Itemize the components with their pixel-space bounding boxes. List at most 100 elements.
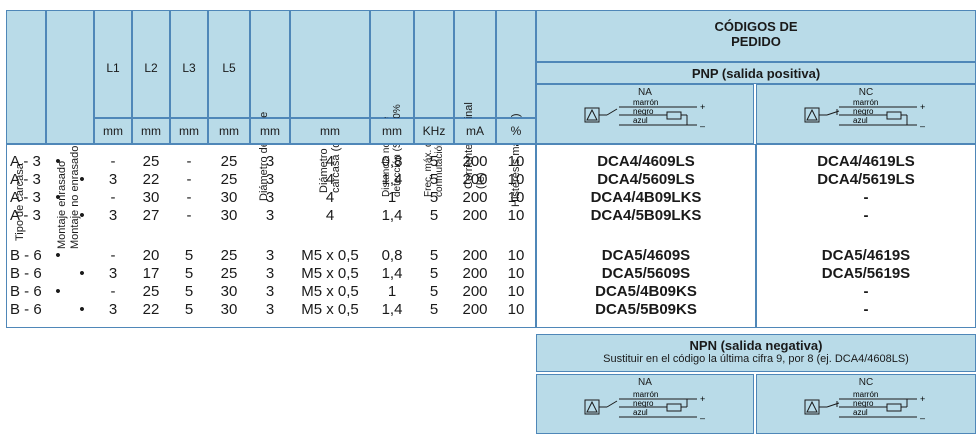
cell-l3: - [186, 153, 192, 170]
cell-hist: 10 [507, 247, 525, 264]
minus-label: – [700, 121, 705, 131]
npn-title: NPN (salida negativa) [689, 338, 823, 353]
cell-l3: - [186, 207, 192, 224]
cell-l2: 25 [142, 283, 160, 300]
unit-cell: mA [454, 118, 496, 144]
cell-l2: 30 [142, 189, 160, 206]
cell-cable: 3 [265, 265, 275, 282]
order-code-na: DCA5/5B09KS [595, 301, 697, 318]
cell-corr: 200 [462, 153, 488, 170]
cell-carc: M5 x 0,5 [301, 301, 359, 318]
cell-hist: 10 [507, 171, 525, 188]
cell-tipo: A - 3 [10, 153, 41, 170]
header-diam-cable: Diámetro de cable [250, 10, 290, 201]
header-l1: L1 [94, 10, 132, 118]
npn-note: Sustituir en el código la última cifra 9… [603, 353, 909, 365]
cell-l1: 3 [108, 265, 118, 282]
cell-tipo: A - 3 [10, 171, 41, 188]
cell-corr: 200 [462, 207, 488, 224]
order-code-nc: - [863, 207, 869, 224]
cell-l1: - [110, 153, 116, 170]
npn-na-diagram: NA marrón negro azul + – [536, 374, 754, 434]
pnp-na-label: NA [638, 87, 652, 98]
cell-carc: M5 x 0,5 [301, 283, 359, 300]
unit-cell: KHz [414, 118, 454, 144]
cell-frec: 5 [429, 247, 439, 264]
cell-frec: 5 [429, 153, 439, 170]
pnp-header: PNP (salida positiva) [536, 62, 976, 84]
wire-brown-label: marrón [633, 98, 658, 107]
cell-frec: 5 [429, 171, 439, 188]
order-code-nc: - [863, 189, 869, 206]
pnp-nc-diagram: NC marrón negro azul + – [756, 84, 976, 144]
cell-dist: 1,4 [381, 265, 403, 282]
svg-text:azul: azul [633, 408, 648, 417]
cell-l2: 25 [142, 153, 160, 170]
cell-tipo: B - 6 [10, 301, 42, 318]
cell-frec: 5 [429, 207, 439, 224]
cell-no: • [79, 301, 85, 318]
cell-carc: 4 [325, 171, 335, 188]
cell-hist: 10 [507, 283, 525, 300]
cell-cable: 3 [265, 301, 275, 318]
order-code-nc: - [863, 283, 869, 300]
cell-corr: 200 [462, 247, 488, 264]
cell-hist: 10 [507, 189, 525, 206]
cell-no: • [79, 207, 85, 224]
order-code-na: DCA5/5609S [601, 265, 691, 282]
wire-black-label: negro [633, 107, 654, 116]
header-l3: L3 [170, 10, 208, 118]
cell-dist: 1,4 [381, 171, 403, 188]
cell-tipo: B - 6 [10, 265, 42, 282]
order-code-nc: DCA4/4619LS [817, 153, 915, 170]
svg-text:–: – [920, 413, 925, 423]
pnp-nc-label: NC [858, 87, 874, 98]
cell-l1: 3 [108, 171, 118, 188]
cell-hist: 10 [507, 153, 525, 170]
unit-cell: mm [170, 118, 208, 144]
unit-cell: mm [94, 118, 132, 144]
pnp-na-diagram: NA marrón negro azul + – [536, 84, 754, 144]
svg-text:–: – [920, 121, 925, 131]
cell-cable: 3 [265, 153, 275, 170]
cell-corr: 200 [462, 189, 488, 206]
cell-hist: 10 [507, 265, 525, 282]
plus-label: + [700, 102, 705, 112]
cell-carc: M5 x 0,5 [301, 265, 359, 282]
svg-text:azul: azul [853, 408, 868, 417]
cell-dist: 0,8 [381, 153, 403, 170]
sensor-na-icon: marrón negro azul + – [584, 98, 705, 131]
sensor-nc-icon: marrón negro azul + – [804, 98, 925, 131]
svg-text:marrón: marrón [633, 390, 658, 399]
cell-l2: 27 [142, 207, 160, 224]
cell-l5: 30 [220, 283, 238, 300]
cell-l5: 25 [220, 247, 238, 264]
codigos-title-line1: CÓDIGOS DE [714, 19, 798, 34]
cell-frec: 5 [429, 301, 439, 318]
cell-l1: 3 [108, 301, 118, 318]
cell-corr: 200 [462, 301, 488, 318]
unit-cell: mm [250, 118, 290, 144]
cell-tipo: A - 3 [10, 189, 41, 206]
cell-dist: 0,8 [381, 247, 403, 264]
order-code-nc: DCA4/5619LS [817, 171, 915, 188]
cell-carc: M5 x 0,5 [301, 247, 359, 264]
svg-text:+: + [700, 394, 705, 404]
header-frec: Frec. máx. de conmutación (f) [414, 10, 454, 197]
unit-cell: mm [132, 118, 170, 144]
npn-nc-label: NC [858, 377, 874, 388]
cell-frec: 5 [429, 265, 439, 282]
cell-l3: - [186, 171, 192, 188]
cell-corr: 200 [462, 171, 488, 188]
cell-l1: - [110, 283, 116, 300]
header-l2: L2 [132, 10, 170, 118]
unit-cell: mm [208, 118, 250, 144]
wire-blue-label: azul [633, 116, 648, 125]
nc-codes-column [756, 144, 976, 328]
cell-tipo: A - 3 [10, 207, 41, 224]
cell-l5: 30 [220, 189, 238, 206]
header-diam-carcasa: Diámetro de carcasa (d) [290, 10, 370, 193]
cell-no: • [79, 265, 85, 282]
cell-l1: - [110, 247, 116, 264]
cell-cable: 3 [265, 283, 275, 300]
